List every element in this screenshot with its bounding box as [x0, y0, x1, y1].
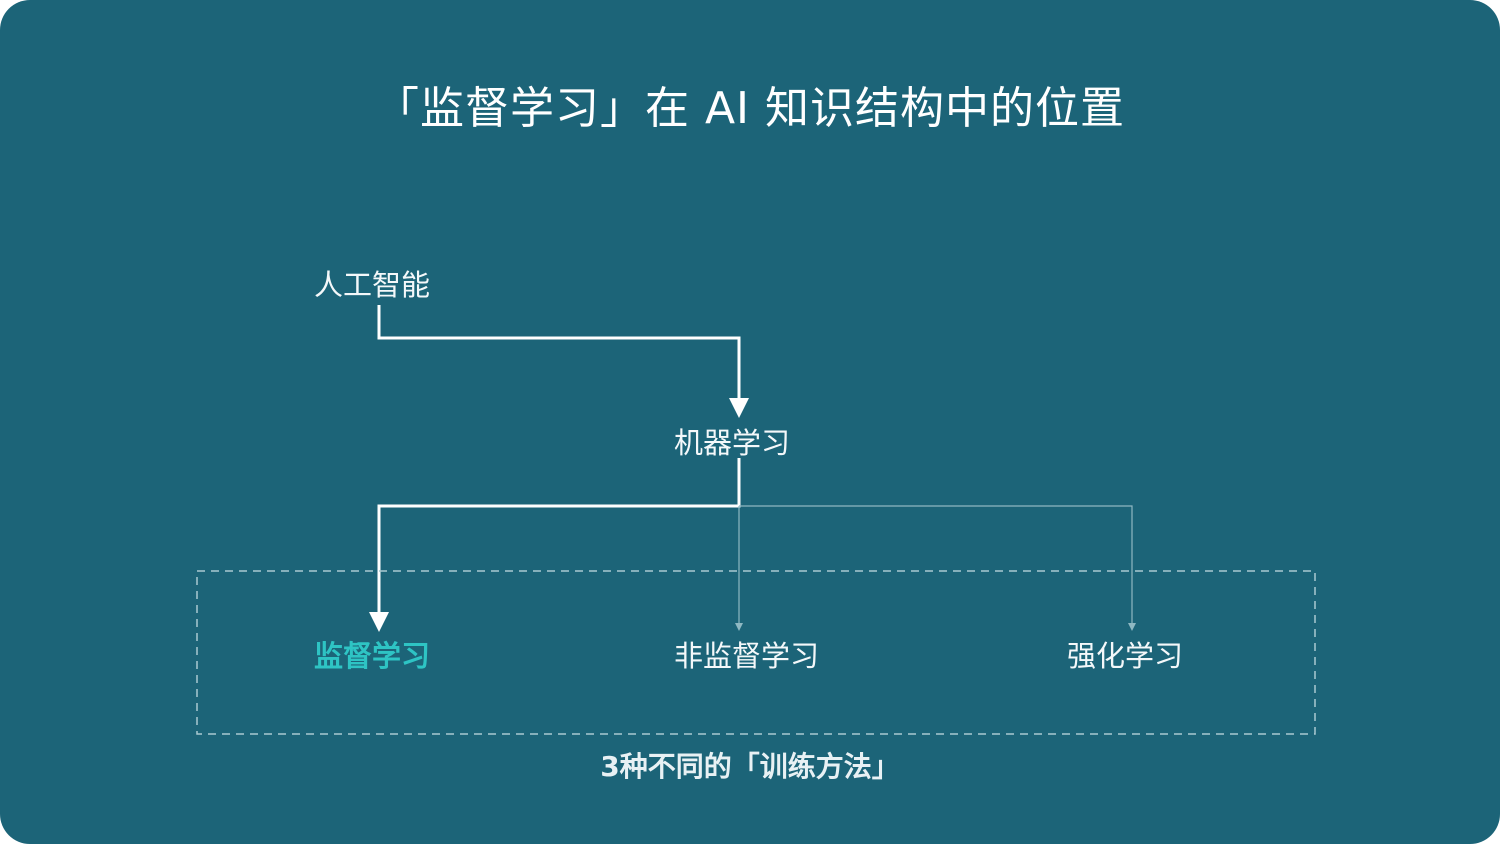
node-machine-learning: 机器学习	[674, 426, 791, 460]
node-artificial-intelligence: 人工智能	[314, 268, 431, 302]
arrowhead-ml	[729, 398, 749, 418]
diagram-title: 「监督学习」在 AI 知识结构中的位置	[374, 83, 1126, 134]
arrowhead-supervised	[369, 612, 389, 632]
edge-ml-to-reinforcement	[739, 505, 1133, 626]
edge-ai-to-ml	[377, 305, 741, 400]
edge-ml-to-supervised	[377, 458, 741, 612]
group-caption: 3种不同的「训练方法」	[600, 750, 900, 783]
training-methods-group-box	[196, 570, 1316, 735]
node-reinforcement-learning: 强化学习	[1067, 639, 1184, 673]
arrowhead-reinforcement	[1128, 623, 1136, 631]
node-supervised-learning: 监督学习	[314, 639, 431, 673]
arrowhead-unsupervised	[735, 623, 743, 631]
node-unsupervised-learning: 非监督学习	[674, 639, 820, 673]
